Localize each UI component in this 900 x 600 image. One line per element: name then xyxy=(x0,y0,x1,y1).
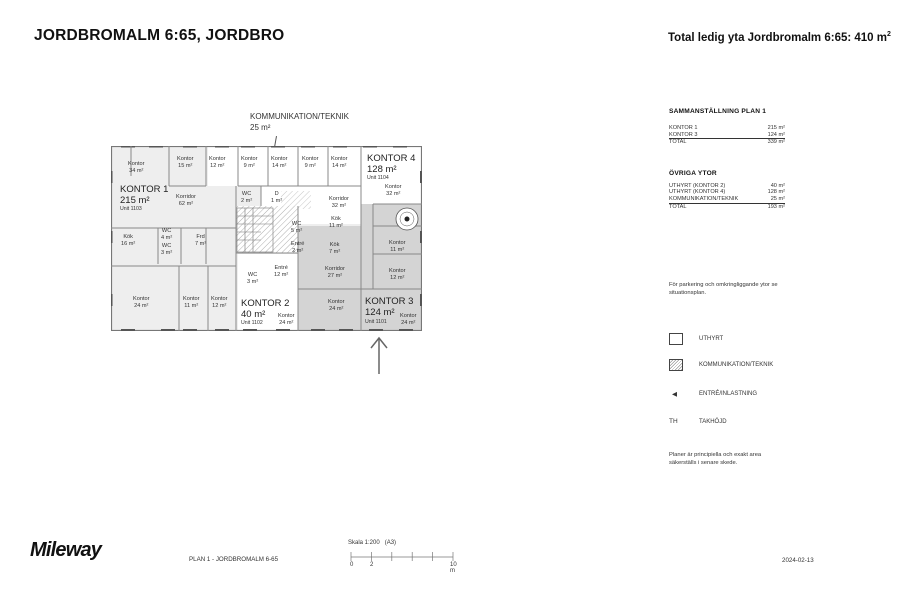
ceiling-height-symbol: TH xyxy=(669,418,678,425)
mileway-logo: Mileway xyxy=(30,539,102,561)
page-title: JORDBROMALM 6:65, JORDBRO xyxy=(34,27,285,44)
unit-kontor4: KONTOR 4 128 m² xyxy=(367,153,416,175)
legend-entre: ◀ ENTRÉ/INLASTNING xyxy=(669,390,757,398)
floor-plan: KONTOR 1 215 m² Unit 1103 KONTOR 2 40 m²… xyxy=(111,146,422,331)
scale-bar: 0 2 10 m xyxy=(350,552,457,574)
scale-label: Skala 1:200 (A3) xyxy=(348,540,397,546)
unit-kontor1-number: Unit 1103 xyxy=(120,206,142,212)
unit-kontor2: KONTOR 2 40 m² xyxy=(241,298,290,320)
disclaimer-note: Planer är principiella och exakt area sä… xyxy=(669,452,762,466)
floor-plan-drawing xyxy=(111,146,422,331)
total-area-title: Total ledig yta Jordbromalm 6:65: 410 m2 xyxy=(668,31,891,44)
legend-takhojd: TH TAKHÖJD xyxy=(669,418,727,425)
communication-callout: KOMMUNIKATION/TEKNIK 25 m² xyxy=(250,111,349,133)
uthyrt-swatch-icon xyxy=(669,333,683,345)
legend-uthyrt: UTHYRT xyxy=(669,333,723,345)
unit-kontor2-number: Unit 1102 xyxy=(241,320,263,326)
spiral-stair-icon xyxy=(395,207,419,231)
parking-note: För parkering och omkringliggande ytor s… xyxy=(669,282,778,296)
plan-name: PLAN 1 - JORDBROMALM 6-65 xyxy=(189,556,279,563)
unit-kontor1: KONTOR 1 215 m² xyxy=(120,184,169,206)
other-row: UTHYRT (KONTOR 4)128 m² xyxy=(669,189,785,196)
summary-title: SAMMANSTÄLLNING PLAN 1 xyxy=(669,108,767,115)
other-row: UTHYRT (KONTOR 2)40 m² xyxy=(669,182,785,189)
other-areas-title: ÖVRIGA YTOR xyxy=(669,169,717,177)
hatch-swatch-icon xyxy=(669,359,683,371)
callout-area: 25 m² xyxy=(250,123,271,132)
entrance-arrow-icon xyxy=(370,336,388,374)
legend-kommunikation: KOMMUNIKATION/TEKNIK xyxy=(669,359,773,371)
unit-kontor4-number: Unit 1104 xyxy=(367,175,389,181)
callout-label: KOMMUNIKATION/TEKNIK xyxy=(250,112,349,121)
entrance-triangle-icon: ◀ xyxy=(672,391,677,398)
unit-kontor3-number: Unit 1101 xyxy=(365,319,387,325)
unit-kontor3: KONTOR 3 124 m² xyxy=(365,296,414,318)
date: 2024-02-13 xyxy=(782,557,814,564)
